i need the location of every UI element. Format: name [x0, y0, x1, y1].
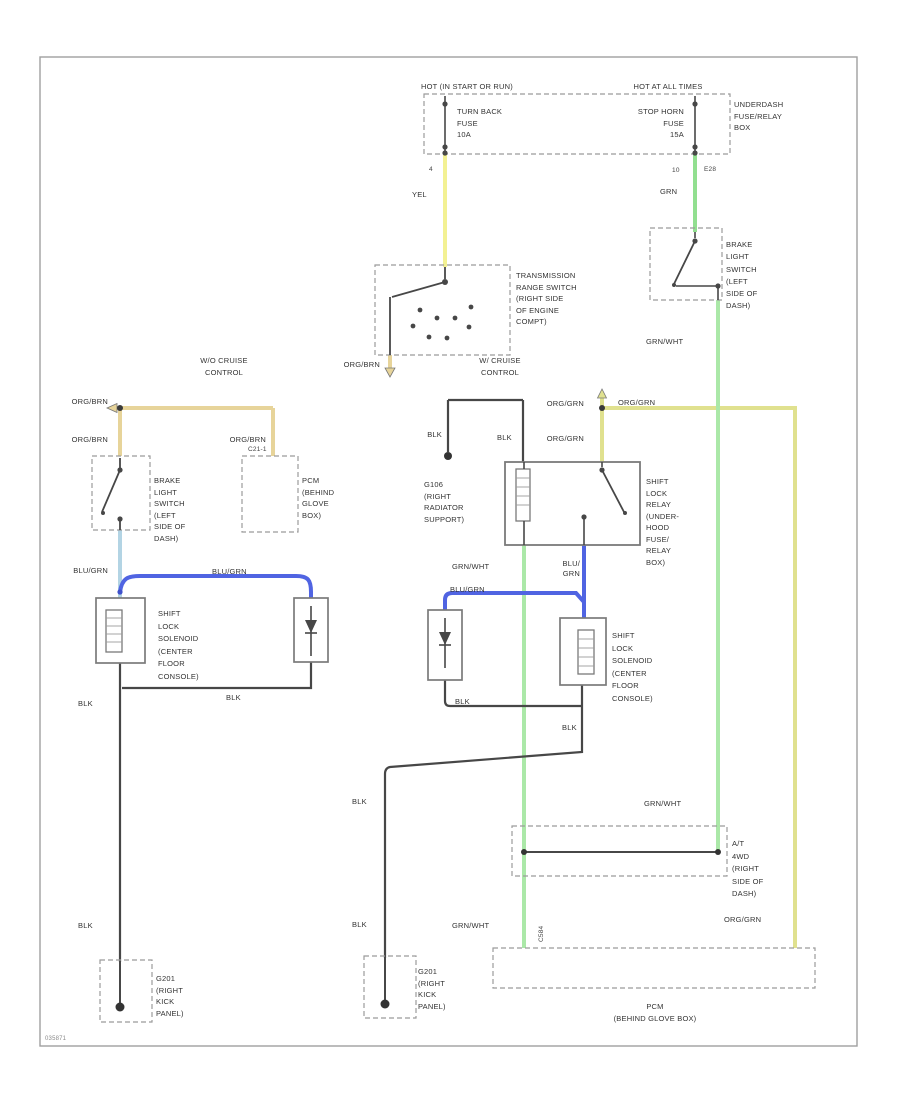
wire-color-label-blugrn: BLU/GRN [212, 567, 247, 576]
underdash-fusebox-label: UNDERDASH FUSE/RELAY BOX [734, 100, 784, 132]
org-grn-wires [600, 392, 797, 948]
wire-color-label-blugrn: BLU/ GRN [562, 559, 580, 578]
transmission-range-switch [374, 264, 511, 378]
shift-lock-relay [504, 461, 641, 546]
wire-color-label-blk: BLK [78, 921, 93, 930]
wire-color-label-orggrn: ORG/GRN [618, 398, 656, 407]
wire-color-label-blk: BLK [78, 699, 93, 708]
turn-back-fuse [442, 96, 448, 156]
pcm-box-2-label: PCM (BEHIND GLOVE BOX) [613, 1002, 697, 1023]
wire-continue-arrow-down [384, 367, 396, 378]
brake-light-switch-1-label: BRAKE LIGHT SWITCH (LEFT SIDE OF DASH) [154, 476, 186, 543]
power-header-left: HOT (IN START OR RUN) [421, 82, 513, 91]
wire-color-label-orgbrn: ORG/BRN [71, 435, 108, 444]
range-switch-label: TRANSMISSION RANGE SWITCH (RIGHT SIDE OF… [516, 271, 577, 326]
brake-light-switch-2 [649, 227, 723, 301]
connector-label-c21: C21-1 [248, 446, 267, 453]
pcm-box-1 [241, 455, 299, 533]
wire-color-label-grn: GRN [660, 187, 678, 196]
wire-color-label-blk: BLK [226, 693, 241, 702]
wire-color-label-blk: BLK [562, 723, 577, 732]
pcm-box-2 [492, 947, 816, 989]
wire-color-label-blk: BLK [352, 920, 367, 929]
shift-lock-solenoid-2-label: SHIFT LOCK SOLENOID (CENTER FLOOR CONSOL… [612, 631, 653, 703]
pin-label: 10 [672, 167, 680, 174]
ground-g201-left [99, 959, 153, 1023]
solenoid-diode-2 [427, 609, 463, 681]
wire-color-label-orgbrn: ORG/BRN [229, 435, 266, 444]
wire-color-label-blk: BLK [352, 797, 367, 806]
at-junction-label: A/T 4WD (RIGHT SIDE OF DASH) [732, 839, 764, 898]
stop-horn-fuse [692, 96, 698, 156]
wire-color-label-orggrn: ORG/GRN [546, 434, 584, 443]
wire-color-label-orggrn: ORG/GRN [546, 399, 584, 408]
wire-continue-arrow-up [596, 388, 608, 399]
shift-lock-relay-label: SHIFT LOCK RELAY (UNDER- HOOD FUSE/ RELA… [646, 477, 680, 567]
wo-branch-junction [106, 402, 123, 414]
shift-lock-solenoid-2 [559, 617, 607, 686]
shift-lock-solenoid-1-label: SHIFT LOCK SOLENOID (CENTER FLOOR CONSOL… [158, 609, 199, 681]
brake-light-switch-1 [91, 455, 151, 531]
wire-color-label-grnwht: GRN/WHT [646, 337, 684, 346]
wire-color-label-grnwht: GRN/WHT [452, 562, 490, 571]
page-border [39, 56, 858, 1047]
power-header-right: HOT AT ALL TIMES [633, 82, 703, 91]
pin-label: 4 [429, 166, 433, 173]
underdash-fusebox [423, 93, 731, 156]
wire-color-label-blugrn: BLU/GRN [73, 566, 108, 575]
ground-g106 [444, 452, 452, 460]
page-code: 035871 [45, 1036, 67, 1042]
section-title-wo-cruise: W/O CRUISE CONTROL [200, 356, 248, 377]
wire-color-label-orggrn: ORG/GRN [724, 915, 762, 924]
org-grn-junction [596, 388, 608, 411]
blu-wires [118, 530, 586, 618]
pcm-box-1-label: PCM (BEHIND GLOVE BOX) [302, 476, 335, 520]
ground-g201-left-label: G201 (RIGHT KICK PANEL) [156, 974, 184, 1018]
wire-color-label-orgbrn: ORG/BRN [343, 360, 380, 369]
brake-light-switch-2-label: BRAKE LIGHT SWITCH (LEFT SIDE OF DASH) [726, 240, 758, 311]
wire-color-label-yel: YEL [412, 190, 427, 199]
wire-color-label-grnwht: GRN/WHT [452, 921, 490, 930]
solenoid-diode-1 [293, 597, 329, 663]
ground-g201-mid [363, 955, 417, 1019]
ground-g201-mid-label: G201 (RIGHT KICK PANEL) [418, 967, 446, 1011]
shift-lock-solenoid-1 [95, 589, 146, 664]
wire-color-label-orgbrn: ORG/BRN [71, 397, 108, 406]
ground-g106-label: G106 (RIGHT RADIATOR SUPPORT) [424, 480, 465, 524]
wire-continue-arrow-left [106, 402, 118, 414]
connector-label-c584: C584 [538, 925, 545, 942]
wire-color-label-blugrn: BLU/GRN [450, 585, 485, 594]
org-brn-wires [114, 355, 392, 456]
at-junction-connector [511, 825, 728, 877]
grn-wires [522, 154, 720, 948]
wire-color-label-grnwht: GRN/WHT [644, 799, 682, 808]
fuse-stop-horn-label: STOP HORN FUSE 15A [637, 107, 684, 139]
blk-wires [118, 398, 718, 962]
wire-color-label-blk: BLK [455, 697, 470, 706]
section-title-w-cruise: W/ CRUISE CONTROL [479, 356, 521, 377]
wire-color-label-blk: BLK [497, 433, 512, 442]
wire-junction-dot [117, 589, 123, 595]
wire-color-label-blk: BLK [427, 430, 442, 439]
fuse-turn-back-label: TURN BACK FUSE 10A [457, 107, 503, 139]
connector-label-e28: E28 [704, 166, 717, 173]
